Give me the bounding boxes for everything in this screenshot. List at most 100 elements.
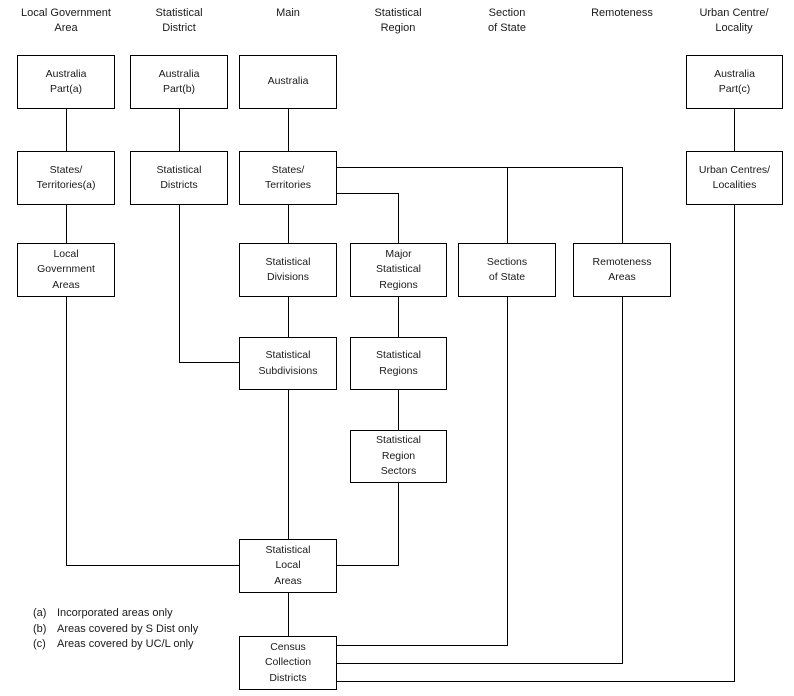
- node-australia-part-b: Australia Part(b): [130, 55, 228, 109]
- node-label-line: Regions: [379, 278, 418, 291]
- header-line: Region: [380, 22, 416, 34]
- node-label-line: Statistical: [156, 163, 202, 176]
- header-line: Area: [54, 22, 78, 34]
- connector-lga-down: [66, 297, 67, 566]
- footnote-b: (b)Areas covered by S Dist only: [33, 622, 198, 638]
- node-label-line: States/: [49, 163, 83, 176]
- connector-sdiv-to-ssd: [288, 297, 289, 337]
- node-label-line: Part(a): [49, 83, 83, 95]
- connector-ra-to-ccd: [337, 663, 623, 664]
- node-label-line: Districts: [160, 179, 198, 191]
- header-line: Section: [488, 7, 526, 19]
- node-australia-part-a: Australia Part(a): [17, 55, 115, 109]
- header-line: Local Government: [21, 7, 111, 19]
- node-label-line: Part(b): [162, 83, 196, 95]
- node-label-line: Territories: [264, 179, 312, 191]
- connector-msr-to-sregions: [398, 297, 399, 337]
- node-label-line: Territories(a): [36, 179, 96, 191]
- node-label-line: Statistical: [265, 543, 311, 556]
- connector-ucl-to-ccd: [337, 681, 735, 682]
- node-label-line: Districts: [269, 671, 307, 684]
- connector-states-to-sos-drop: [507, 167, 508, 243]
- node-australia: Australia: [239, 55, 337, 109]
- node-label-line: Census: [270, 640, 306, 653]
- connector-states-a-to-lga: [66, 205, 67, 243]
- connector-sos-down: [507, 297, 508, 646]
- node-label-line: Collection: [264, 656, 312, 669]
- header-line: Locality: [715, 22, 753, 34]
- connector-sdist-down: [179, 205, 180, 363]
- footnote-text: Areas covered by UC/L only: [57, 638, 194, 650]
- column-header-local-government-area: Local Government Area: [1, 6, 131, 36]
- node-label-line: Sectors: [380, 465, 417, 478]
- node-label-line: Subdivisions: [258, 364, 318, 377]
- footnote-marker: (c): [33, 638, 46, 650]
- node-label-line: Australia: [714, 67, 755, 80]
- node-label-line: Areas: [608, 271, 636, 283]
- node-label-line: Localities: [712, 179, 757, 191]
- footnote-marker: (a): [33, 607, 47, 619]
- node-label-line: Statistical: [376, 263, 421, 276]
- node-statistical-regions: Statistical Regions: [350, 337, 447, 390]
- connector-ucl-down: [734, 205, 735, 682]
- connector-sla-to-ccd: [288, 593, 289, 636]
- node-label-line: Major: [385, 247, 412, 260]
- node-states-territories-a: States/ Territories(a): [17, 151, 115, 205]
- node-label-line: Urban Centres/: [698, 163, 771, 176]
- node-statistical-local-areas: Statistical Local Areas: [239, 539, 337, 593]
- header-line: Statistical: [155, 7, 203, 19]
- node-label-line: Local: [275, 559, 301, 572]
- node-label-line: Australia: [267, 75, 309, 88]
- node-urban-centres-localities: Urban Centres/ Localities: [686, 151, 783, 205]
- connector-ssd-to-sla: [288, 390, 289, 539]
- column-header-main: Main: [223, 6, 353, 21]
- node-label-line: Statistical: [265, 349, 311, 361]
- node-label-line: Australia: [158, 67, 200, 80]
- header-line: District: [162, 22, 196, 34]
- node-label-line: Statistical: [376, 349, 421, 361]
- node-label-line: Remoteness: [592, 255, 652, 268]
- footnote-marker: (b): [33, 622, 47, 635]
- header-line: Statistical: [374, 7, 422, 19]
- node-states-territories: States/ Territories: [239, 151, 337, 205]
- node-statistical-subdivisions: Statistical Subdivisions: [239, 337, 337, 390]
- connector-australia-to-states: [288, 109, 289, 151]
- node-statistical-districts: Statistical Districts: [130, 151, 228, 205]
- footnotes: (a)Incorporated areas only (b)Areas cove…: [33, 606, 198, 653]
- node-remoteness-areas: Remoteness Areas: [573, 243, 671, 297]
- footnote-c: (c) Areas covered by UC/L only: [33, 637, 198, 653]
- node-statistical-divisions: Statistical Divisions: [239, 243, 337, 297]
- footnote-text: Incorporated areas only: [57, 607, 173, 619]
- node-label-line: Areas: [274, 574, 302, 587]
- node-label-line: Divisions: [266, 271, 309, 283]
- node-census-collection-districts: Census Collection Districts: [239, 636, 337, 690]
- connector-australia-a-to-states-a: [66, 109, 67, 151]
- connector-srs-to-sla: [337, 565, 399, 566]
- node-label-line: Sections: [486, 255, 528, 268]
- connector-sdist-to-ssd: [179, 362, 239, 363]
- connector-srs-down: [398, 483, 399, 566]
- node-label-line: Statistical: [265, 255, 311, 268]
- node-label-line: States/: [271, 163, 305, 176]
- footnote-a: (a) Incorporated areas only: [33, 606, 198, 622]
- column-header-section-of-state: Section of State: [442, 6, 572, 36]
- node-label-line: Region: [381, 449, 416, 462]
- column-header-remoteness: Remoteness: [557, 6, 687, 21]
- node-australia-part-c: Australia Part(c): [686, 55, 783, 109]
- node-major-statistical-regions: Major Statistical Regions: [350, 243, 447, 297]
- node-label-line: Regions: [379, 364, 418, 377]
- connector-sos-to-ccd: [337, 645, 508, 646]
- node-label-line: Local: [53, 247, 79, 260]
- node-local-government-areas: Local Government Areas: [17, 243, 115, 297]
- column-header-statistical-district: Statistical District: [114, 6, 244, 36]
- connector-ra-down: [622, 297, 623, 664]
- node-sections-of-state: Sections of State: [458, 243, 556, 297]
- connector-lga-to-sla: [66, 565, 239, 566]
- connector-australia-b-to-sdist: [179, 109, 180, 151]
- node-label-line: of State: [488, 271, 526, 283]
- header-line: Main: [276, 7, 300, 19]
- connector-states-to-msr-drop: [398, 193, 399, 243]
- connector-states-right-upper: [337, 167, 623, 168]
- header-line: Urban Centre/: [699, 7, 769, 19]
